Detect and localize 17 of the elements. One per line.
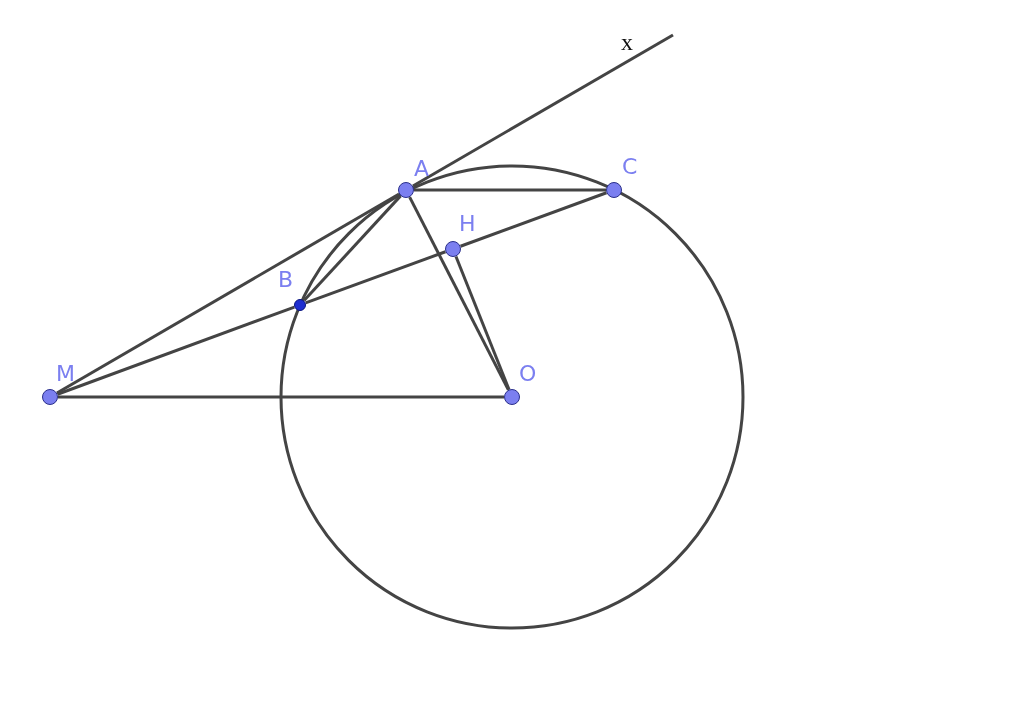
line-segment	[460, 191, 607, 248]
line-segment	[302, 194, 402, 302]
point-label: O	[519, 363, 537, 385]
line-segment	[57, 305, 295, 396]
line-segment	[414, 188, 606, 192]
line-segment	[58, 395, 504, 399]
line-segment	[412, 33, 674, 188]
line-segment	[454, 255, 511, 391]
line-segment	[305, 250, 446, 305]
point-label: M	[56, 363, 75, 385]
point-label: B	[278, 269, 294, 291]
point-label: C	[622, 156, 638, 178]
point-label: H	[459, 213, 476, 235]
line-segment	[56, 192, 400, 395]
ray-label: x	[621, 30, 633, 54]
point-label: A	[414, 158, 430, 180]
line-segment	[408, 196, 510, 391]
